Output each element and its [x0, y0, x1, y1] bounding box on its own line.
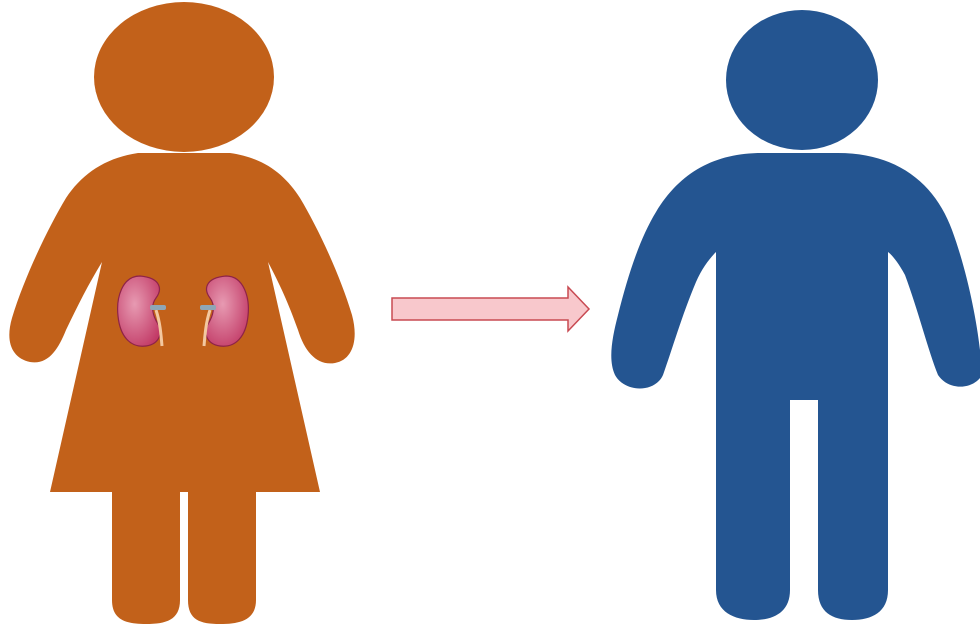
- man-body: [611, 153, 980, 620]
- woman-icon: [9, 2, 354, 624]
- man-icon: [611, 10, 980, 620]
- arrow-right-icon: [392, 287, 589, 331]
- woman-head: [94, 2, 274, 152]
- woman-body: [9, 153, 354, 624]
- man-head: [726, 10, 878, 150]
